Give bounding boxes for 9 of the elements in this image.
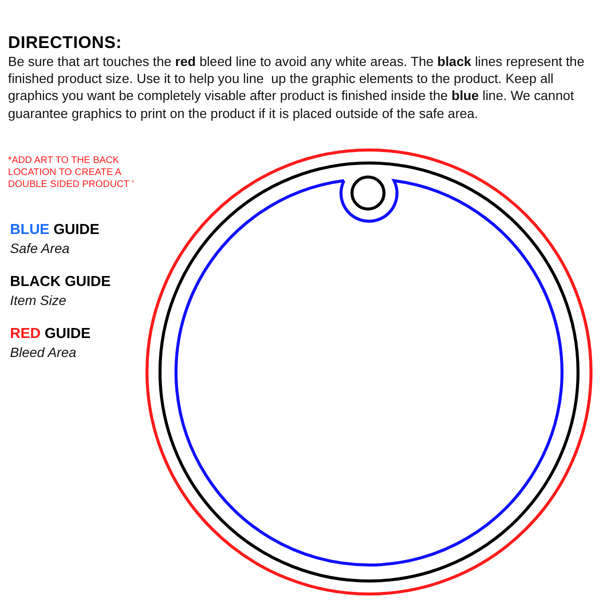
guide-description: Item Size <box>10 293 66 308</box>
guide-description: Safe Area <box>10 241 70 256</box>
directions-heading: DIRECTIONS: <box>8 33 122 53</box>
back-art-note: *ADD ART TO THE BACK LOCATION TO CREATE A DOUBLE SIDED PRODUCT ' <box>8 155 135 191</box>
guide-heading: RED GUIDE <box>10 326 91 342</box>
guide-heading: BLUE GUIDE <box>10 222 100 238</box>
guide-heading: BLACK GUIDE <box>10 274 111 290</box>
directions-paragraph: Be sure that art touches the red bleed line to avoid any white areas. The black lines represent the finished product size. Use it to help you line up the graphic elements to the product. Keep all graphics you want be completely visable after product is finished inside the blue line. We cannot guarantee graphics to print on the product if it is placed outside of the safe area. <box>8 53 586 122</box>
guide-description: Bleed Area <box>10 345 76 360</box>
